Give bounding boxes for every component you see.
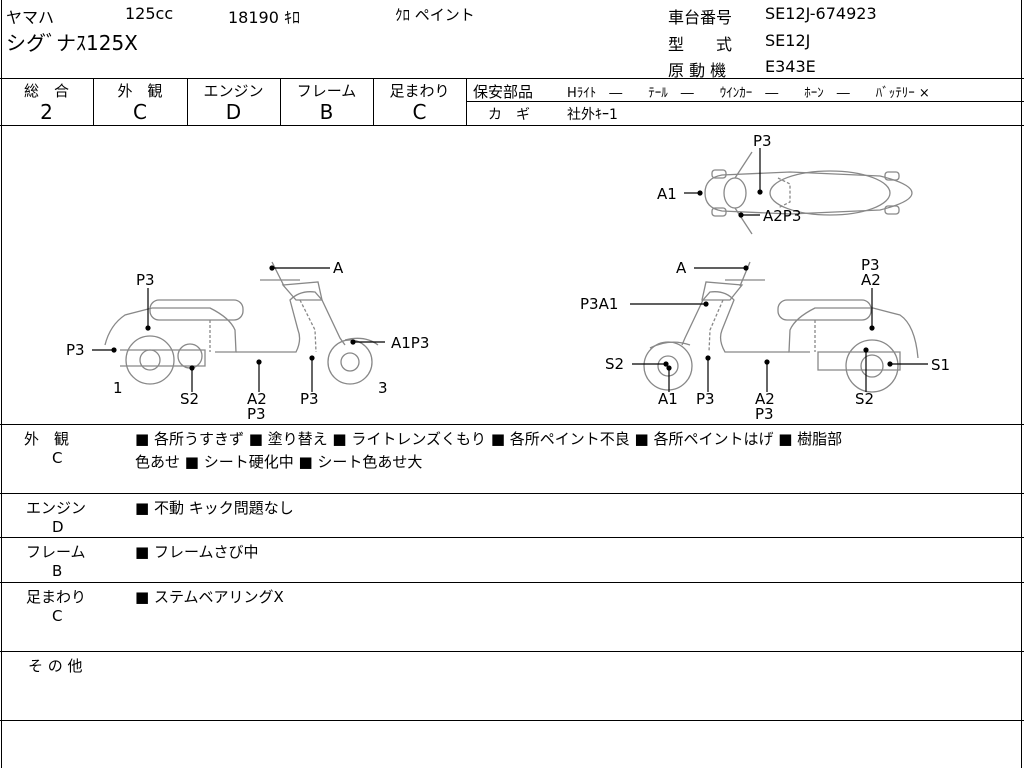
model-name: シグﾞナｽ125X xyxy=(6,31,138,55)
right-label-a2-top: A2 xyxy=(861,271,881,289)
right-label-a: A xyxy=(676,259,687,277)
right-label-p3a1: P3A1 xyxy=(580,295,618,313)
key-value: 社外ｷｰ1 xyxy=(567,107,618,123)
grade-frame-label: フレーム xyxy=(296,82,357,100)
grade-total-label: 総 合 xyxy=(23,82,69,100)
safety-mid-line xyxy=(466,101,1024,102)
top-label-a1: A1 xyxy=(657,185,677,203)
left-label-3: 3 xyxy=(378,379,388,397)
left-border xyxy=(1,0,2,768)
note-frame-line-1: ■ フレームさび中 xyxy=(135,543,259,561)
note-exterior-grade: C xyxy=(52,449,63,467)
left-label-p3-front: P3 xyxy=(300,390,319,408)
note-exterior-label: 外 観 xyxy=(24,430,70,448)
right-label-s1: S1 xyxy=(931,356,950,374)
right-label-p3-top: P3 xyxy=(861,256,880,274)
left-label-p3-floor: P3 xyxy=(247,405,266,423)
left-label-p3-rear: P3 xyxy=(66,341,85,359)
right-border xyxy=(1021,0,1022,768)
frame-no-label: 車台番号 xyxy=(668,8,733,27)
color: ｸﾛ ペイント xyxy=(395,6,475,24)
safety-title: 保安部品 xyxy=(473,83,534,101)
engine-label: 原 動 機 xyxy=(668,61,727,80)
note-engine-line-1: ■ 不動 キック問題なし xyxy=(135,499,294,517)
grade-exterior-value: C xyxy=(133,100,147,124)
top-label-p3: P3 xyxy=(753,132,772,150)
left-view-scooter xyxy=(104,261,379,385)
frame-no: SE12J-674923 xyxy=(765,4,877,23)
left-label-1: 1 xyxy=(113,379,123,397)
engine-value: E343E xyxy=(765,57,816,76)
grade-bottom-line xyxy=(0,125,1024,126)
mileage: 18190 ｷﾛ xyxy=(228,8,300,27)
right-label-p3-front: P3 xyxy=(696,390,715,408)
left-label-p3-seat: P3 xyxy=(136,271,155,289)
left-label-a2: A2 xyxy=(247,390,267,408)
grade-total-value: 2 xyxy=(40,100,53,124)
top-label-a2p3: A2P3 xyxy=(763,207,801,225)
note-suspension-line-1: ■ ステムベアリングX xyxy=(135,588,284,606)
note-engine-grade: D xyxy=(52,518,64,536)
type-value: SE12J xyxy=(765,31,811,50)
safety-items: Hﾗｲﾄ ― ﾃｰﾙ ― ｳｲﾝｶｰ ― ﾎｰﾝ ― ﾊﾞｯﾃﾘｰ × xyxy=(567,86,930,101)
right-label-p3-floor: P3 xyxy=(755,405,774,423)
note-suspension-grade: C xyxy=(52,607,63,625)
note-frame-grade: B xyxy=(52,562,63,580)
right-view-scooter xyxy=(643,261,919,393)
left-label-a1p3: A1P3 xyxy=(391,334,429,352)
note-engine-label: エンジン xyxy=(26,499,87,517)
top-view-scooter xyxy=(704,151,913,235)
left-label-s2: S2 xyxy=(180,390,199,408)
right-label-a1: A1 xyxy=(658,390,678,408)
grade-suspension-value: C xyxy=(412,100,427,124)
grade-frame-value: B xyxy=(319,100,334,124)
note-frame-label: フレーム xyxy=(26,543,86,561)
grade-suspension-label: 足まわり xyxy=(389,82,450,100)
key-label: カ ギ xyxy=(488,107,530,123)
maker: ヤマハ xyxy=(6,8,55,27)
grade-engine-value: D xyxy=(225,100,242,124)
right-label-a2: A2 xyxy=(755,390,775,408)
damage-diagram: P3 A1 A2P3 P3 P3 A A1P3 1 S2 A2 P3 P3 3 … xyxy=(66,132,950,423)
type-label: 型 式 xyxy=(668,35,733,54)
right-label-s2-front: S2 xyxy=(605,355,624,373)
note-exterior-line-1: ■ 各所うすきず ■ 塗り替え ■ ライトレンズくもり ■ 各所ペイント不良 ■… xyxy=(135,430,843,448)
right-label-s2-rear: S2 xyxy=(855,390,874,408)
note-exterior-line-2: 色あせ ■ シート硬化中 ■ シート色あせ大 xyxy=(135,453,423,471)
grade-exterior-label: 外 観 xyxy=(117,82,163,100)
note-other-label: そ の 他 xyxy=(28,657,83,675)
note-suspension-label: 足まわり xyxy=(26,588,87,606)
left-label-a: A xyxy=(333,259,344,277)
displacement: 125cc xyxy=(125,4,174,23)
grade-top-line xyxy=(0,78,1024,79)
grade-engine-label: エンジン xyxy=(203,82,264,100)
